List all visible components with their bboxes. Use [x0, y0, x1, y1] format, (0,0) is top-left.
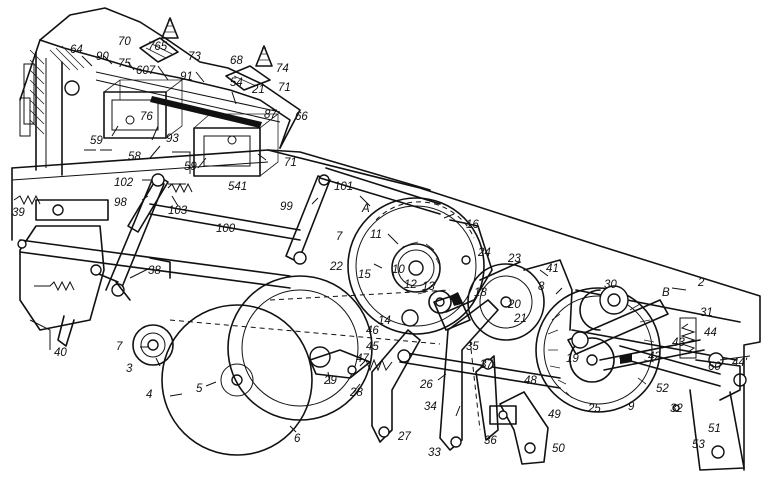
ref-label: 22	[329, 261, 343, 273]
ref-label: 4	[146, 389, 152, 401]
ref-label: 27	[397, 431, 411, 443]
ref-label: A	[361, 203, 370, 215]
ref-label: 87	[264, 109, 277, 121]
ref-label: 12	[404, 279, 417, 291]
upper-housing	[19, 7, 301, 177]
ref-label: 23	[507, 253, 521, 265]
ref-label: B	[662, 287, 670, 299]
ref-label: 26	[419, 379, 433, 391]
ref-label: 74	[276, 63, 289, 75]
ref-label: 2	[697, 277, 705, 289]
ref-label: 54	[230, 77, 243, 89]
ref-label: 99	[280, 201, 293, 213]
ref-label: 32	[670, 403, 683, 415]
ref-label: 46	[366, 325, 379, 337]
ref-label: 31	[700, 307, 713, 319]
ref-label: 37	[480, 359, 493, 371]
ref-label: 60	[708, 361, 721, 373]
ref-label: 16	[466, 219, 479, 231]
left-mechanism-39-40	[13, 194, 109, 350]
ref-label: 44	[704, 327, 717, 339]
ref-label: 58	[128, 151, 141, 163]
arm-30-31	[567, 285, 747, 471]
ref-label: 33	[428, 447, 441, 459]
ref-label: 18	[474, 287, 487, 299]
frame-plate	[11, 149, 761, 471]
gear-group-8-20	[467, 259, 573, 341]
ref-label: 29	[323, 375, 337, 387]
leader-lines	[81, 55, 687, 433]
ref-label: 66	[295, 111, 308, 123]
ref-label: 13	[422, 281, 435, 293]
ref-label: 98	[114, 197, 127, 209]
ref-label: 9	[628, 401, 635, 413]
ref-label: 53	[692, 439, 705, 451]
ref-label: 51	[708, 423, 721, 435]
ref-label: 30	[604, 279, 617, 291]
ref-label: 64	[70, 44, 83, 56]
ref-label: 90	[96, 51, 109, 63]
bar-42-44	[599, 339, 751, 371]
ref-label: 38	[148, 265, 161, 277]
ref-label: 28	[349, 387, 363, 399]
ref-label: 49	[548, 409, 561, 421]
ref-label: 68	[230, 55, 243, 67]
ref-label: 40	[54, 347, 67, 359]
ref-label: 541	[228, 181, 247, 193]
ref-label: 35	[466, 341, 479, 353]
ref-label: 14	[378, 315, 391, 327]
ref-label: 75	[118, 58, 131, 70]
ref-label: 73	[188, 51, 201, 63]
bar-38	[19, 239, 291, 289]
ref-label: 45	[366, 341, 379, 353]
ref-label: 42	[648, 351, 661, 363]
ref-label: 43	[672, 337, 685, 349]
ref-label: 36	[484, 435, 497, 447]
ref-label: 19	[566, 353, 579, 365]
ref-label: 7	[336, 231, 343, 243]
ref-label: 71	[278, 82, 291, 94]
ref-label: 39	[12, 207, 25, 219]
ref-label: 47	[356, 353, 369, 365]
ref-label: 7	[116, 341, 123, 353]
ref-label: 102	[114, 177, 134, 189]
ref-label: 101	[334, 181, 353, 193]
ref-label: 20	[507, 299, 521, 311]
ref-label: 91	[180, 71, 193, 83]
ref-label: 8	[538, 281, 545, 293]
ref-label: 3	[126, 363, 133, 375]
ref-label: 5	[196, 383, 203, 395]
ref-label: 71	[284, 157, 297, 169]
ref-label: 103	[168, 205, 188, 217]
ref-label: 59	[90, 135, 103, 147]
ref-label: 11	[370, 229, 382, 241]
disc-9-19-25	[535, 287, 661, 413]
ref-label: 607	[136, 65, 156, 77]
linkage-98-103	[93, 167, 441, 301]
ref-label: 21	[251, 84, 265, 96]
ref-label: 10	[392, 264, 405, 276]
ref-label: 70	[118, 36, 131, 48]
lower-levers	[371, 292, 561, 465]
ref-label: 6	[294, 433, 301, 445]
ref-label: 93	[166, 133, 179, 145]
ref-label: 59	[184, 161, 197, 173]
ref-label: 50	[552, 443, 565, 455]
ref-label: 21	[513, 313, 527, 325]
ref-label: 76	[140, 111, 153, 123]
ref-label: 765	[148, 41, 168, 53]
reference-numerals: 64 70 765 73 68 74 90 75 607 91 54 21 71…	[12, 36, 748, 459]
ref-label: 34	[424, 401, 437, 413]
gear-train-lower-left	[132, 275, 451, 456]
ref-label: 44'	[732, 357, 748, 369]
ref-label: 15	[358, 269, 371, 281]
ref-label: 100	[216, 223, 236, 235]
ref-label: 24	[477, 247, 491, 259]
ref-label: 25	[587, 403, 601, 415]
ref-label: 41	[546, 263, 559, 275]
ref-label: 52	[656, 383, 669, 395]
ref-label: 48	[524, 375, 537, 387]
